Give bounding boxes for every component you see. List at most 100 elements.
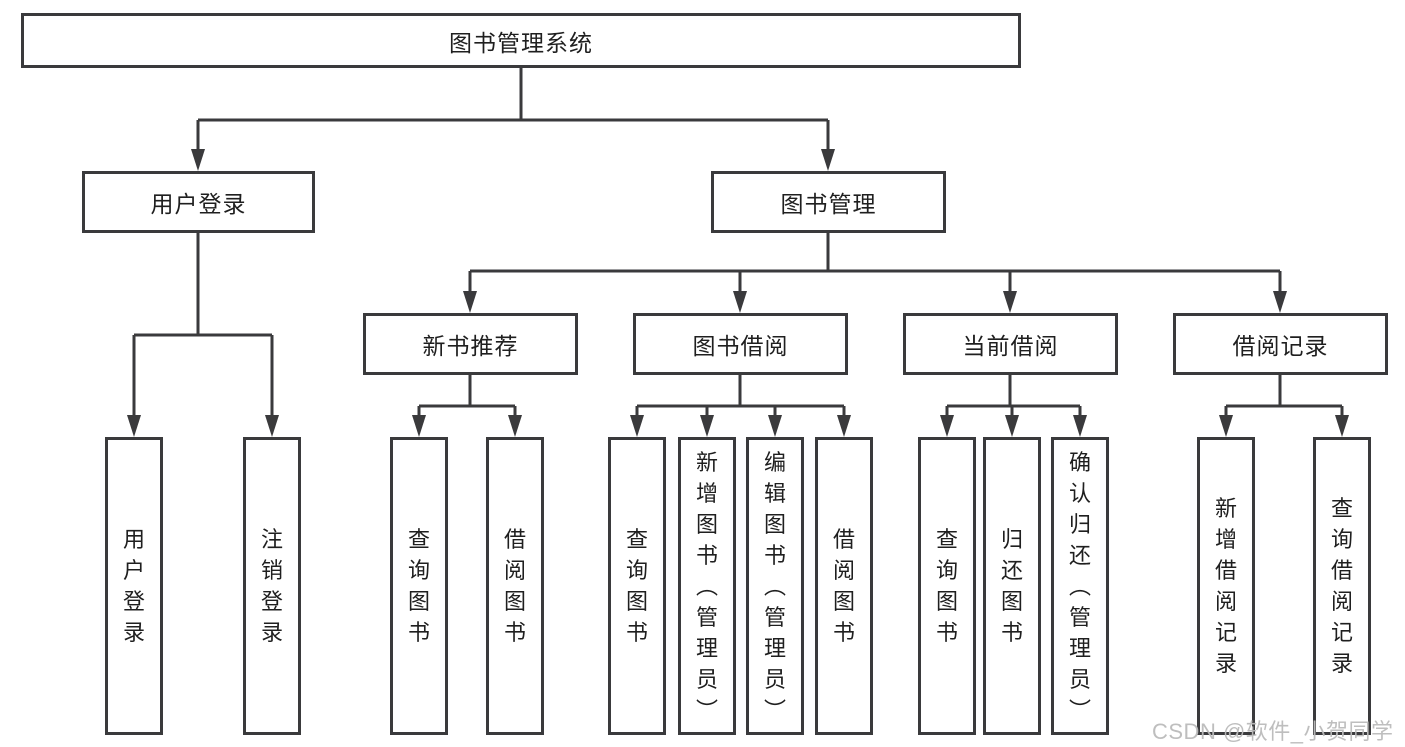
node-book-borrow-label: 图书借阅 — [692, 333, 789, 359]
node-leaf-edit-books-admin: 编辑图书︵管理员︶ — [746, 437, 804, 735]
node-leaf-edit-books-admin-label: 编辑图书︵管理员︶ — [764, 447, 786, 726]
vertical-char: 还 — [1068, 542, 1091, 568]
node-root: 图书管理系统 — [21, 13, 1021, 68]
vertical-char: 借 — [1330, 558, 1353, 583]
vertical-char: ︵ — [695, 573, 718, 599]
vertical-char: 书 — [935, 620, 958, 645]
vertical-char: 员 — [695, 666, 718, 692]
vertical-char: 借 — [832, 527, 855, 552]
vertical-char: 图 — [695, 511, 718, 537]
node-borrow-records: 借阅记录 — [1173, 313, 1388, 375]
vertical-char: 借 — [1214, 558, 1237, 583]
vertical-char: ︵ — [1068, 573, 1091, 599]
vertical-char: 图 — [832, 589, 855, 614]
vertical-char: 编 — [763, 449, 786, 475]
vertical-char: 理 — [695, 635, 718, 661]
node-leaf-logout: 注销登录 — [243, 437, 301, 735]
vertical-char: 管 — [695, 604, 718, 630]
vertical-char: 图 — [935, 589, 958, 614]
vertical-char: 图 — [1000, 589, 1023, 614]
node-leaf-logout-label: 注销登录 — [261, 524, 283, 648]
vertical-char: 查 — [407, 527, 430, 552]
node-user-login: 用户登录 — [82, 171, 315, 233]
node-leaf-user-login: 用户登录 — [105, 437, 163, 735]
vertical-char: 书 — [1000, 620, 1023, 645]
vertical-char: 员 — [763, 666, 786, 692]
vertical-char: 借 — [503, 527, 526, 552]
vertical-char: 归 — [1068, 511, 1091, 537]
node-leaf-query-borrow-record-label: 查询借阅记录 — [1331, 493, 1353, 679]
node-user-login-label: 用户登录 — [150, 191, 247, 217]
vertical-char: 查 — [935, 527, 958, 552]
vertical-char: 管 — [1068, 604, 1091, 630]
node-leaf-return-books: 归还图书 — [983, 437, 1041, 735]
vertical-char: 图 — [625, 589, 648, 614]
node-root-label: 图书管理系统 — [449, 29, 593, 56]
vertical-char: 还 — [1000, 558, 1023, 583]
vertical-char: 阅 — [832, 558, 855, 583]
vertical-char: 图 — [763, 511, 786, 537]
node-leaf-query-books-borrow: 查询图书 — [608, 437, 666, 735]
node-leaf-add-books-admin: 新增图书 ︵ 管理员 ︶ — [678, 437, 736, 735]
vertical-char: 询 — [625, 558, 648, 583]
node-current-borrow: 当前借阅 — [903, 313, 1118, 375]
vertical-char: ︶ — [695, 697, 718, 723]
vertical-char: 询 — [935, 558, 958, 583]
node-leaf-confirm-return-admin: 确认归还︵管理员︶ — [1051, 437, 1109, 735]
vertical-char: 管 — [763, 604, 786, 630]
node-leaf-query-books-recommend-label: 查询图书 — [408, 524, 430, 648]
vertical-char: 登 — [122, 589, 145, 614]
vertical-char: 书 — [503, 620, 526, 645]
vertical-char: 录 — [1214, 651, 1237, 676]
vertical-char: 查 — [1330, 496, 1353, 521]
vertical-char: 登 — [260, 589, 283, 614]
vertical-char: 增 — [695, 480, 718, 506]
node-leaf-borrow-books-label: 借阅图书 — [833, 524, 855, 648]
vertical-char: 户 — [122, 558, 145, 583]
vertical-char: 认 — [1068, 480, 1091, 506]
node-book-borrow: 图书借阅 — [633, 313, 848, 375]
arrowheads — [127, 149, 1349, 437]
node-leaf-query-books-current: 查询图书 — [918, 437, 976, 735]
vertical-char: 录 — [260, 620, 283, 645]
node-new-book-recommend-label: 新书推荐 — [422, 333, 519, 359]
vertical-char: 阅 — [1214, 589, 1237, 614]
vertical-char: 阅 — [1330, 589, 1353, 614]
vertical-char: 书 — [625, 620, 648, 645]
vertical-char: 记 — [1330, 620, 1353, 645]
vertical-char: 书 — [695, 542, 718, 568]
node-leaf-borrow-books: 借阅图书 — [815, 437, 873, 735]
node-leaf-borrow-books-recommend: 借阅图书 — [486, 437, 544, 735]
vertical-char: 询 — [407, 558, 430, 583]
node-leaf-query-books-recommend: 查询图书 — [390, 437, 448, 735]
vertical-char: ︶ — [763, 697, 786, 723]
node-leaf-add-borrow-record-label: 新增借阅记录 — [1215, 493, 1237, 679]
vertical-char: 归 — [1000, 527, 1023, 552]
vertical-char: 查 — [625, 527, 648, 552]
vertical-char: 辑 — [763, 480, 786, 506]
node-leaf-query-books-borrow-label: 查询图书 — [626, 524, 648, 648]
node-current-borrow-label: 当前借阅 — [962, 333, 1059, 359]
node-new-book-recommend: 新书推荐 — [363, 313, 578, 375]
vertical-char: 录 — [122, 620, 145, 645]
vertical-char: 确 — [1068, 449, 1091, 475]
vertical-char: 增 — [1214, 527, 1237, 552]
vertical-char: 理 — [1068, 635, 1091, 661]
vertical-char: 新 — [695, 449, 718, 475]
vertical-char: 阅 — [503, 558, 526, 583]
connector-strokes — [132, 68, 1344, 416]
node-book-management: 图书管理 — [711, 171, 946, 233]
vertical-char: 书 — [763, 542, 786, 568]
node-leaf-user-login-label: 用户登录 — [123, 524, 145, 648]
csdn-watermark: CSDN @软件_小贺同学 — [1152, 719, 1394, 744]
node-leaf-return-books-label: 归还图书 — [1001, 524, 1023, 648]
vertical-char: 员 — [1068, 666, 1091, 692]
node-book-management-label: 图书管理 — [780, 191, 877, 217]
vertical-char: 图 — [407, 589, 430, 614]
vertical-char: 书 — [407, 620, 430, 645]
node-leaf-add-books-admin-label: 新增图书 ︵ 管理员 ︶ — [696, 447, 718, 726]
node-leaf-borrow-books-recommend-label: 借阅图书 — [504, 524, 526, 648]
node-borrow-records-label: 借阅记录 — [1232, 333, 1329, 359]
